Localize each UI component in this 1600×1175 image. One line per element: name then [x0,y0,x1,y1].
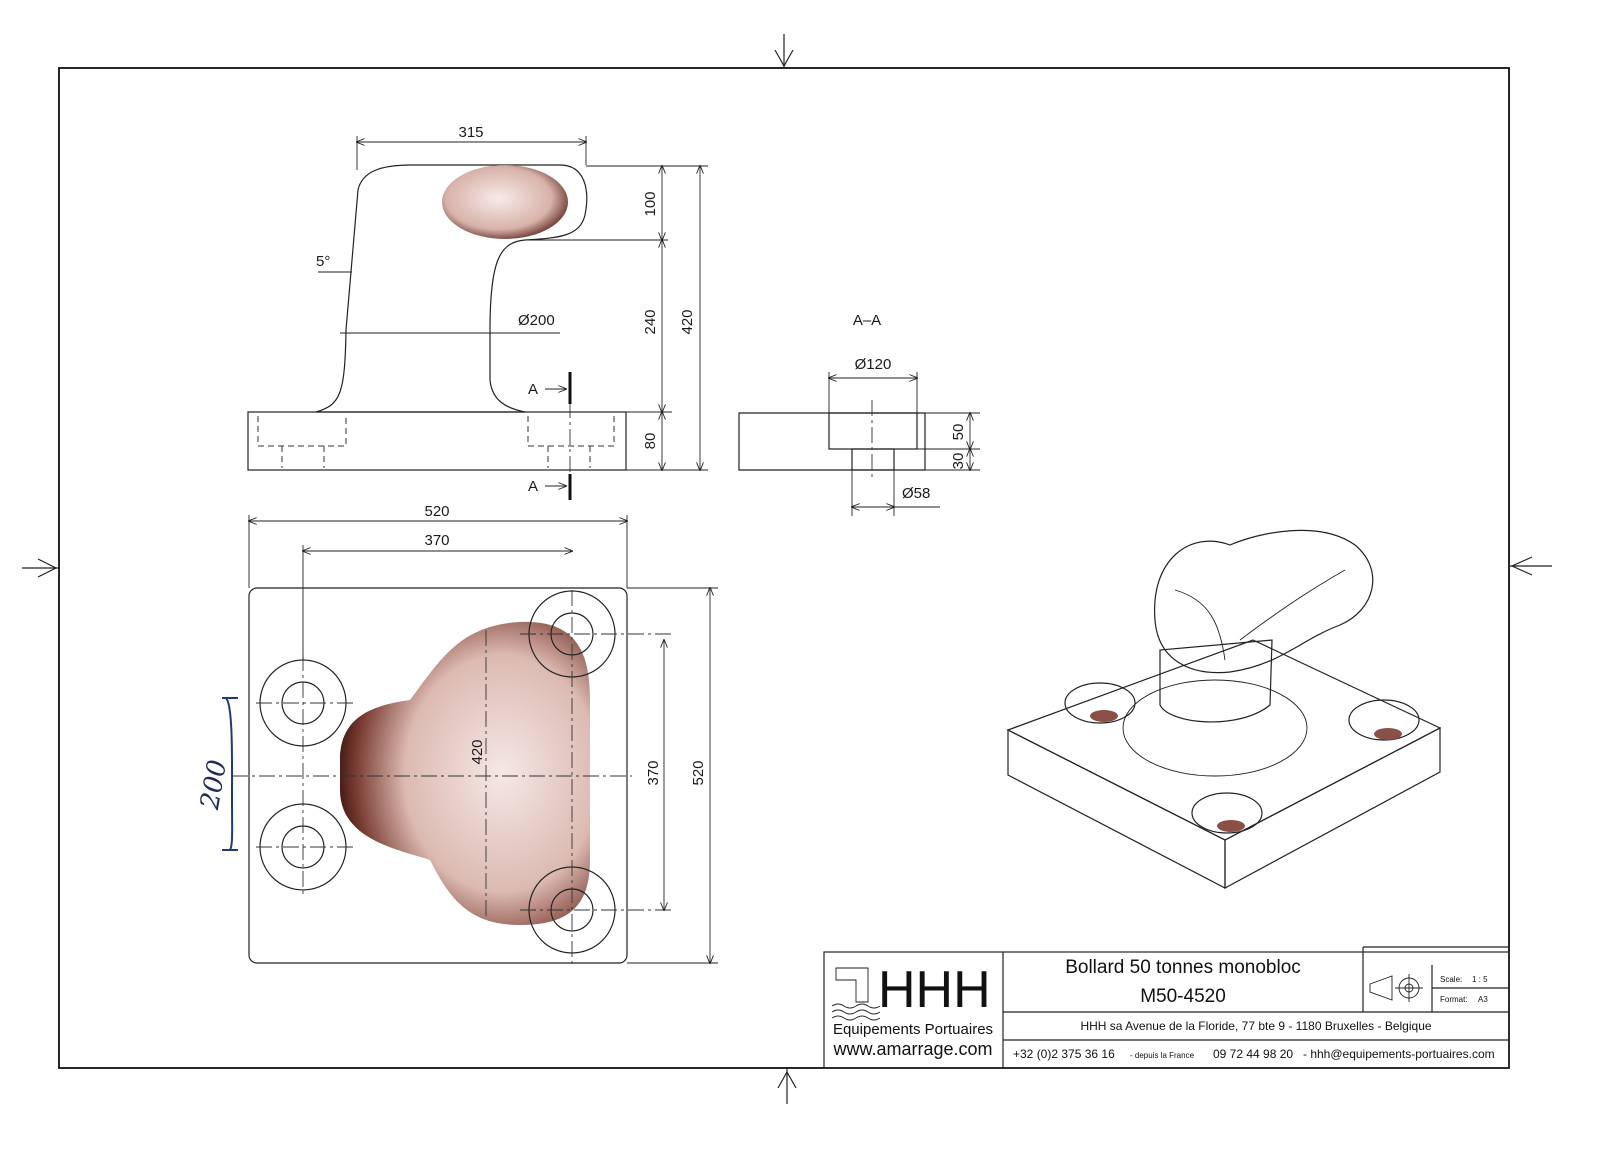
plan-base-plate [248,587,628,964]
handwritten-note: 200 [195,758,233,813]
iso-foot-fillet [1122,679,1308,777]
centering-mark-right [1509,556,1552,576]
sheet-frame [22,34,1552,1104]
company-address: HHH sa Avenue de la Floride, 77 bte 9 - … [1080,1019,1431,1033]
section-marker-bottom: A [528,478,538,495]
side-hidden-hole-left [257,416,347,468]
handwritten-bracket [225,697,234,851]
format-label: Format: [1440,995,1468,1004]
iso-head [1154,529,1374,674]
company-phone: +32 (0)2 375 36 16 [1013,1047,1115,1061]
iso-column [1159,639,1273,723]
dim-side-column: 240 [642,309,659,334]
company-name: Equipements Portuaires [833,1021,993,1038]
company-phone-fr: 09 72 44 98 20 [1213,1047,1293,1061]
side-base-plate [247,411,627,471]
section-counterbore [828,412,918,450]
projection-symbol-icon [1369,974,1423,1002]
plan-view: 520 370 420 370 520 200 [195,503,718,965]
title-block: HHH Equipements Portuaires www.amarrage.… [823,946,1510,1069]
isometric-view [1006,529,1442,890]
dim-side-base: 80 [642,433,659,450]
side-view: 315 100 240 80 420 5° Ø200 A A [247,124,708,500]
dim-side-width: 315 [458,124,483,141]
centering-mark-top [774,34,794,68]
dim-plan-width-inner: 370 [424,532,449,549]
side-head-lobe [442,165,568,239]
section-view: A–A Ø120 50 30 Ø58 [738,312,980,516]
section-title: A–A [853,312,881,329]
company-email: - hhh@equipements-portuaires.com [1303,1047,1495,1061]
bollard-logo-icon [835,967,869,1003]
phone-note: - depuis la France [1130,1051,1195,1060]
dim-angle: 5° [316,253,330,270]
company-logo: HHH [831,961,991,1021]
iso-hole-right [1348,699,1420,741]
dim-section-top-dia: Ø120 [855,356,892,373]
dim-plan-height-inner: 370 [645,760,662,785]
dim-column-diameter: Ø200 [518,312,555,329]
side-hidden-hole-right [527,416,615,468]
iso-hole-bottom [1191,792,1263,834]
format-value: A3 [1478,995,1488,1004]
side-column-body [315,164,588,413]
dim-plan-height-outer: 520 [690,760,707,785]
scale-label: Scale: [1440,975,1462,984]
iso-plate-side-right [1224,727,1441,890]
dim-plan-head-length: 420 [469,739,486,764]
plan-head [340,621,590,925]
centering-mark-left [22,558,59,578]
dim-section-depth-top: 50 [950,424,967,441]
dim-side-total: 420 [679,309,696,334]
company-website: www.amarrage.com [832,1039,992,1059]
dim-side-head: 100 [642,191,659,216]
centering-mark-bottom [777,1068,797,1104]
dim-section-bottom-dia: Ø58 [902,485,930,502]
logo-text: HHH [878,961,991,1019]
dim-section-depth-bottom: 30 [950,453,967,470]
scale-value: 1 : 5 [1472,975,1488,984]
drawing-number: M50-4520 [1140,986,1226,1007]
section-through-hole [851,448,895,471]
iso-hole-left [1064,682,1136,724]
section-marker-top: A [528,381,538,398]
dim-plan-width-outer: 520 [424,503,449,520]
drawing-title: Bollard 50 tonnes monobloc [1065,957,1301,978]
